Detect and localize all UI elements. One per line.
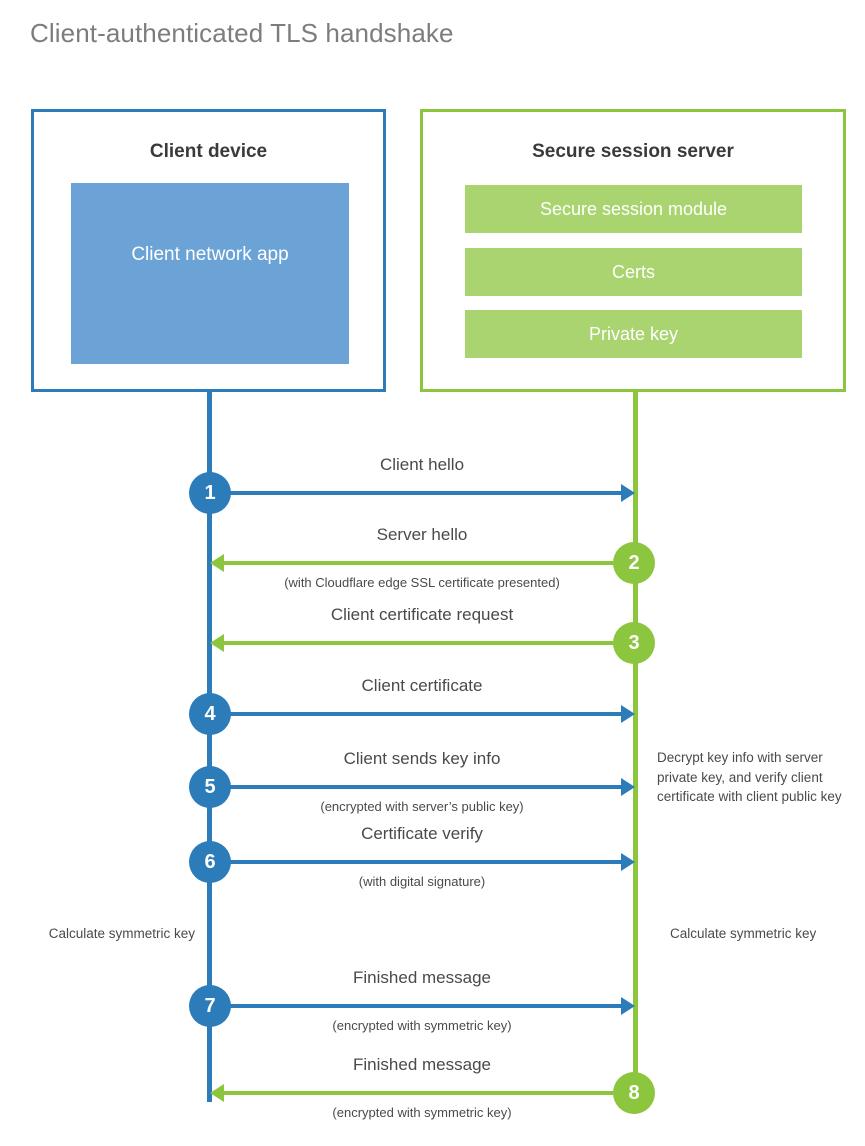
step-4-label: Client certificate (361, 676, 483, 695)
step-5-arrow-head-right-icon (621, 778, 635, 796)
step-3-number-badge: 3 (613, 622, 655, 664)
step-1-label: Client hello (379, 455, 465, 474)
secure-session-server-title: Secure session server (532, 141, 734, 162)
step-7-number-badge: 7 (189, 985, 231, 1027)
step-5-label: Client sends key info (343, 749, 501, 768)
step-6-label: Certificate verify (361, 824, 483, 843)
server-component-certs: Certs (465, 248, 802, 296)
step-3-arrow-line (224, 641, 634, 645)
note-calculate-symmetric-key-server: Calculate symmetric key (670, 926, 817, 941)
step-6-arrow-line (210, 860, 622, 864)
step-2-arrow-line (224, 561, 634, 565)
step-8-arrow-line (224, 1091, 634, 1095)
step-5-arrow-line (210, 785, 622, 789)
step-2-sublabel: (with Cloudflare edge SSL certificate pr… (284, 575, 560, 590)
step-4-arrow-line (210, 712, 622, 716)
step-5-number-badge: 5 (189, 766, 231, 808)
step-5-sublabel: (encrypted with server’s public key) (320, 799, 524, 814)
server-lifeline (633, 392, 638, 1094)
step-7-arrow-line (210, 1004, 622, 1008)
step-4-arrow-head-right-icon (621, 705, 635, 723)
step-7-arrow-head-right-icon (621, 997, 635, 1015)
client-lifeline (207, 392, 212, 1102)
step-6-arrow-head-right-icon (621, 853, 635, 871)
step-7-label: Finished message (353, 968, 491, 987)
step-1-arrow-head-right-icon (621, 484, 635, 502)
step-3-arrow-head-left-icon (210, 634, 224, 652)
secure-session-server-box: Secure session server Secure session mod… (420, 109, 846, 392)
note-calculate-symmetric-key-client: Calculate symmetric key (48, 926, 195, 941)
page-title: Client-authenticated TLS handshake (30, 18, 454, 48)
step-4-number-badge: 4 (189, 693, 231, 735)
step-2-label: Server hello (376, 525, 468, 544)
client-network-app-block: Client network app (71, 183, 349, 364)
step-8-arrow-head-left-icon (210, 1084, 224, 1102)
step-8-label: Finished message (353, 1055, 491, 1074)
step-2-arrow-head-left-icon (210, 554, 224, 572)
client-device-title: Client device (149, 141, 268, 162)
step-8-sublabel: (encrypted with symmetric key) (332, 1105, 512, 1120)
step-8-number-badge: 8 (613, 1072, 655, 1114)
client-device-box: Client device Client network app (31, 109, 386, 392)
step-2-number-badge: 2 (613, 542, 655, 584)
note-decrypt-key-info: Decrypt key info with server private key… (657, 750, 842, 805)
step-3-label: Client certificate request (330, 605, 514, 624)
step-7-sublabel: (encrypted with symmetric key) (332, 1018, 512, 1033)
step-1-number-badge: 1 (189, 472, 231, 514)
step-6-number-badge: 6 (189, 841, 231, 883)
step-1-arrow-line (210, 491, 622, 495)
server-component-secure-session-module: Secure session module (465, 185, 802, 233)
step-6-sublabel: (with digital signature) (358, 874, 486, 889)
server-component-private-key: Private key (465, 310, 802, 358)
